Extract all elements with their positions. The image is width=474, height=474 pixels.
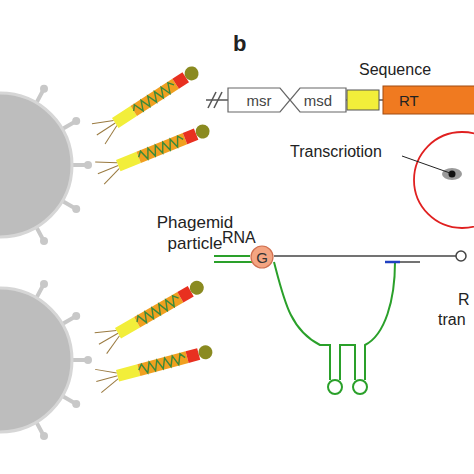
- plasmid: [402, 132, 474, 228]
- node-label: msd: [304, 92, 332, 109]
- cut-label: R: [458, 290, 474, 310]
- cut-label: tran: [438, 310, 474, 330]
- node-label: G: [256, 249, 268, 266]
- node-label: msr: [247, 92, 272, 109]
- sequence-label: Sequence: [350, 60, 440, 80]
- phagemid-rod: [93, 118, 213, 185]
- phagemid-rod: [93, 274, 209, 355]
- nucleotide-circle: G: [250, 245, 274, 269]
- node-label: RT: [399, 92, 419, 109]
- panel-letter: b: [233, 30, 263, 58]
- gene-arrow: msr: [228, 88, 290, 112]
- gene-arrow: msd: [290, 88, 346, 112]
- process-label: Transcriotion: [290, 142, 410, 162]
- bacterium-top: [0, 85, 92, 245]
- phagemid-rod: [93, 339, 215, 393]
- gene-box: RT: [383, 86, 474, 114]
- rna-structure: [214, 251, 466, 394]
- molecule-label: RNA: [222, 228, 272, 248]
- bacterium-bottom: [0, 280, 92, 440]
- node-outline: [383, 86, 474, 114]
